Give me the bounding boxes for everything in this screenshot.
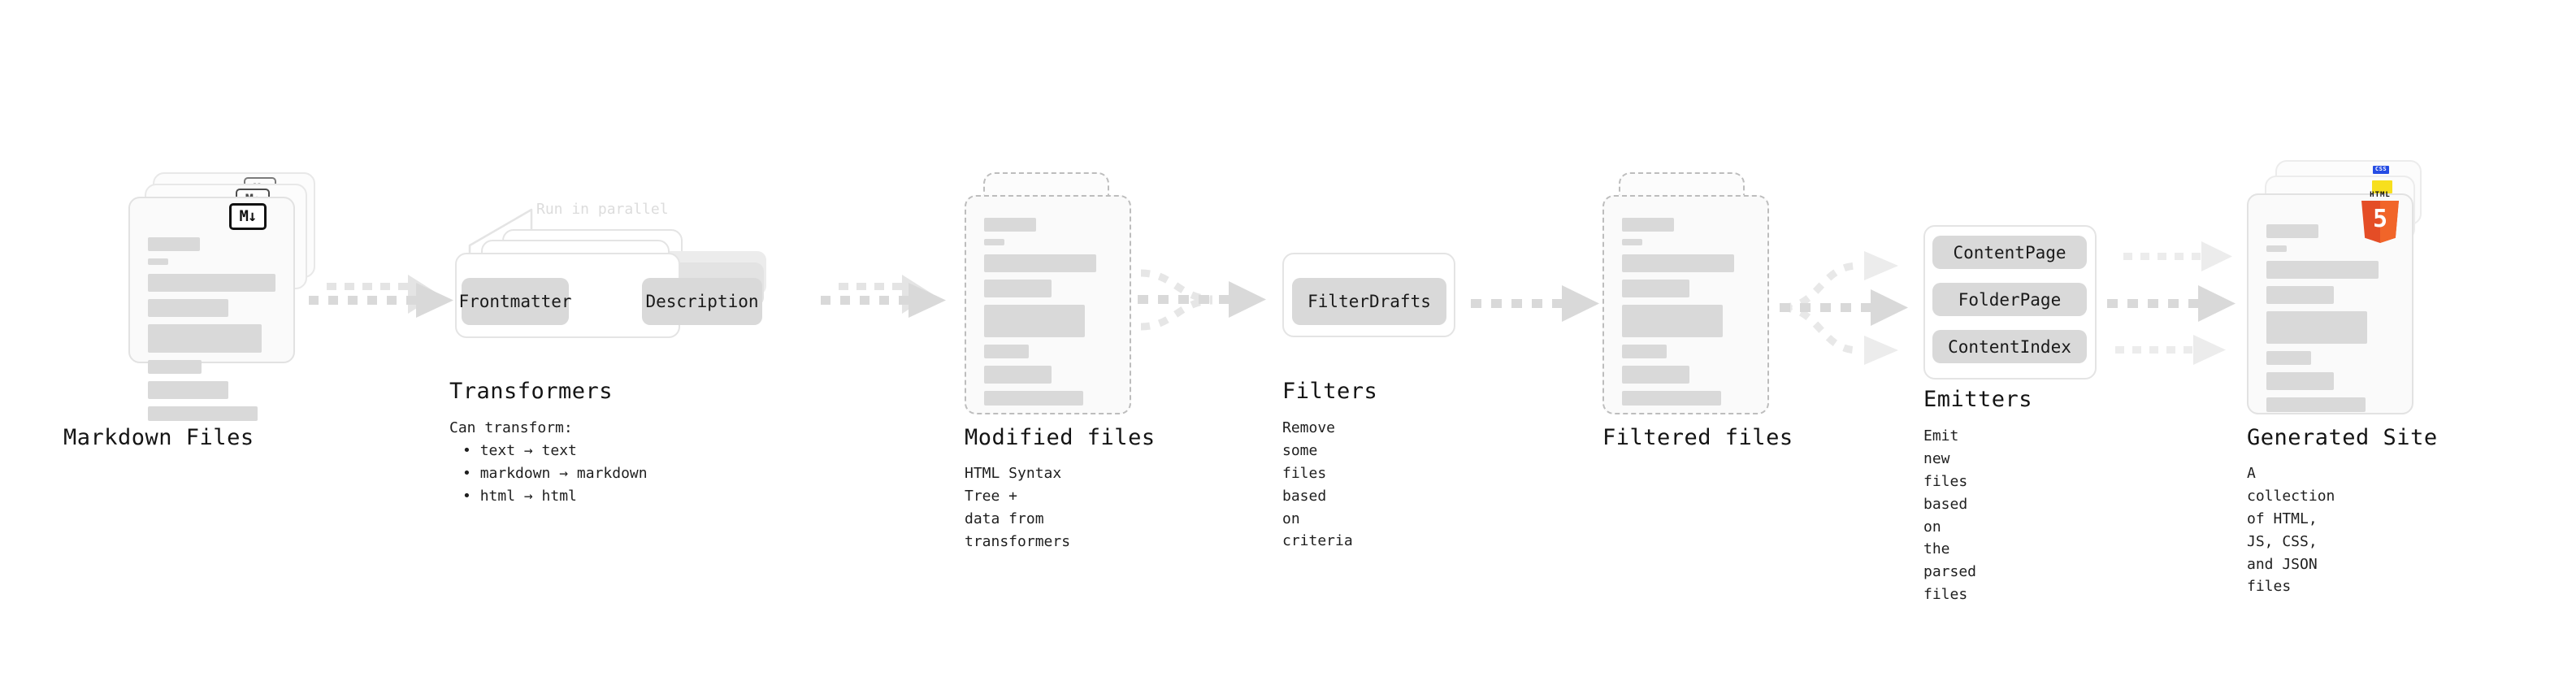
- emitters-pill-folderpage[interactable]: FolderPage: [1932, 283, 2087, 316]
- modified-card-front: [965, 195, 1131, 414]
- stage-title-transformers: Transformers: [449, 379, 614, 404]
- stage-desc-modified-files: HTML Syntax Tree + data from transformer…: [965, 465, 1071, 550]
- stage-title-modified-files: Modified files: [965, 425, 1156, 450]
- modified-skeleton: [984, 218, 1112, 413]
- stage-desc-generated-site: A collection of HTML, JS, CSS, and JSON …: [2247, 465, 2335, 596]
- stage-title-filtered-files: Filtered files: [1602, 425, 1793, 450]
- css-icon: CSS: [2373, 166, 2389, 174]
- filters-pill-filterdrafts[interactable]: FilterDrafts: [1292, 278, 1446, 325]
- transformer-bullet-0: • text → text: [462, 441, 577, 459]
- html5-icon: HTML 5: [2361, 192, 2399, 243]
- markdown-icon: M↓: [229, 203, 267, 230]
- filtered-card-front: [1602, 195, 1769, 414]
- markdown-skeleton: [148, 237, 275, 428]
- emitters-pill-contentindex[interactable]: ContentIndex: [1932, 330, 2087, 363]
- transformer-bullet-1: • markdown → markdown: [462, 464, 648, 482]
- transformers-capabilities: Can transform: • text → text • markdown …: [449, 417, 648, 508]
- run-in-parallel-label: Run in parallel: [536, 201, 669, 218]
- stage-title-emitters: Emitters: [1923, 387, 2033, 412]
- stage-title-generated-site: Generated Site: [2247, 425, 2438, 450]
- arrow-filters-to-filtered: [1471, 285, 1599, 322]
- stage-desc-emitters: Emit new files based on the parsed files: [1923, 427, 1977, 604]
- filtered-skeleton: [1622, 218, 1750, 413]
- stage-desc-filters: Remove some files based on criteria: [1282, 419, 1353, 550]
- transformer-bullet-2: • html → html: [462, 487, 577, 505]
- arrow-emitters-to-site: [2107, 241, 2236, 365]
- stage-title-markdown-files: Markdown Files: [63, 425, 254, 450]
- transformers-desc-line: Can transform:: [449, 419, 573, 436]
- js-icon: [2372, 180, 2392, 193]
- arrow-markdown-to-transformers: [309, 275, 453, 318]
- arrow-transformers-to-modified: [821, 275, 946, 318]
- emitters-pill-contentpage[interactable]: ContentPage: [1932, 236, 2087, 269]
- transformer-pill-frontmatter[interactable]: Frontmatter: [458, 278, 572, 325]
- stage-title-filters: Filters: [1282, 379, 1378, 404]
- arrow-modified-to-filters: [1138, 269, 1266, 331]
- site-card-front: [2247, 193, 2413, 414]
- markdown-card-front: [128, 197, 295, 421]
- arrow-filtered-to-emitters: [1780, 251, 1908, 365]
- site-skeleton: [2266, 224, 2394, 419]
- transformer-pill-description[interactable]: Description: [642, 278, 762, 325]
